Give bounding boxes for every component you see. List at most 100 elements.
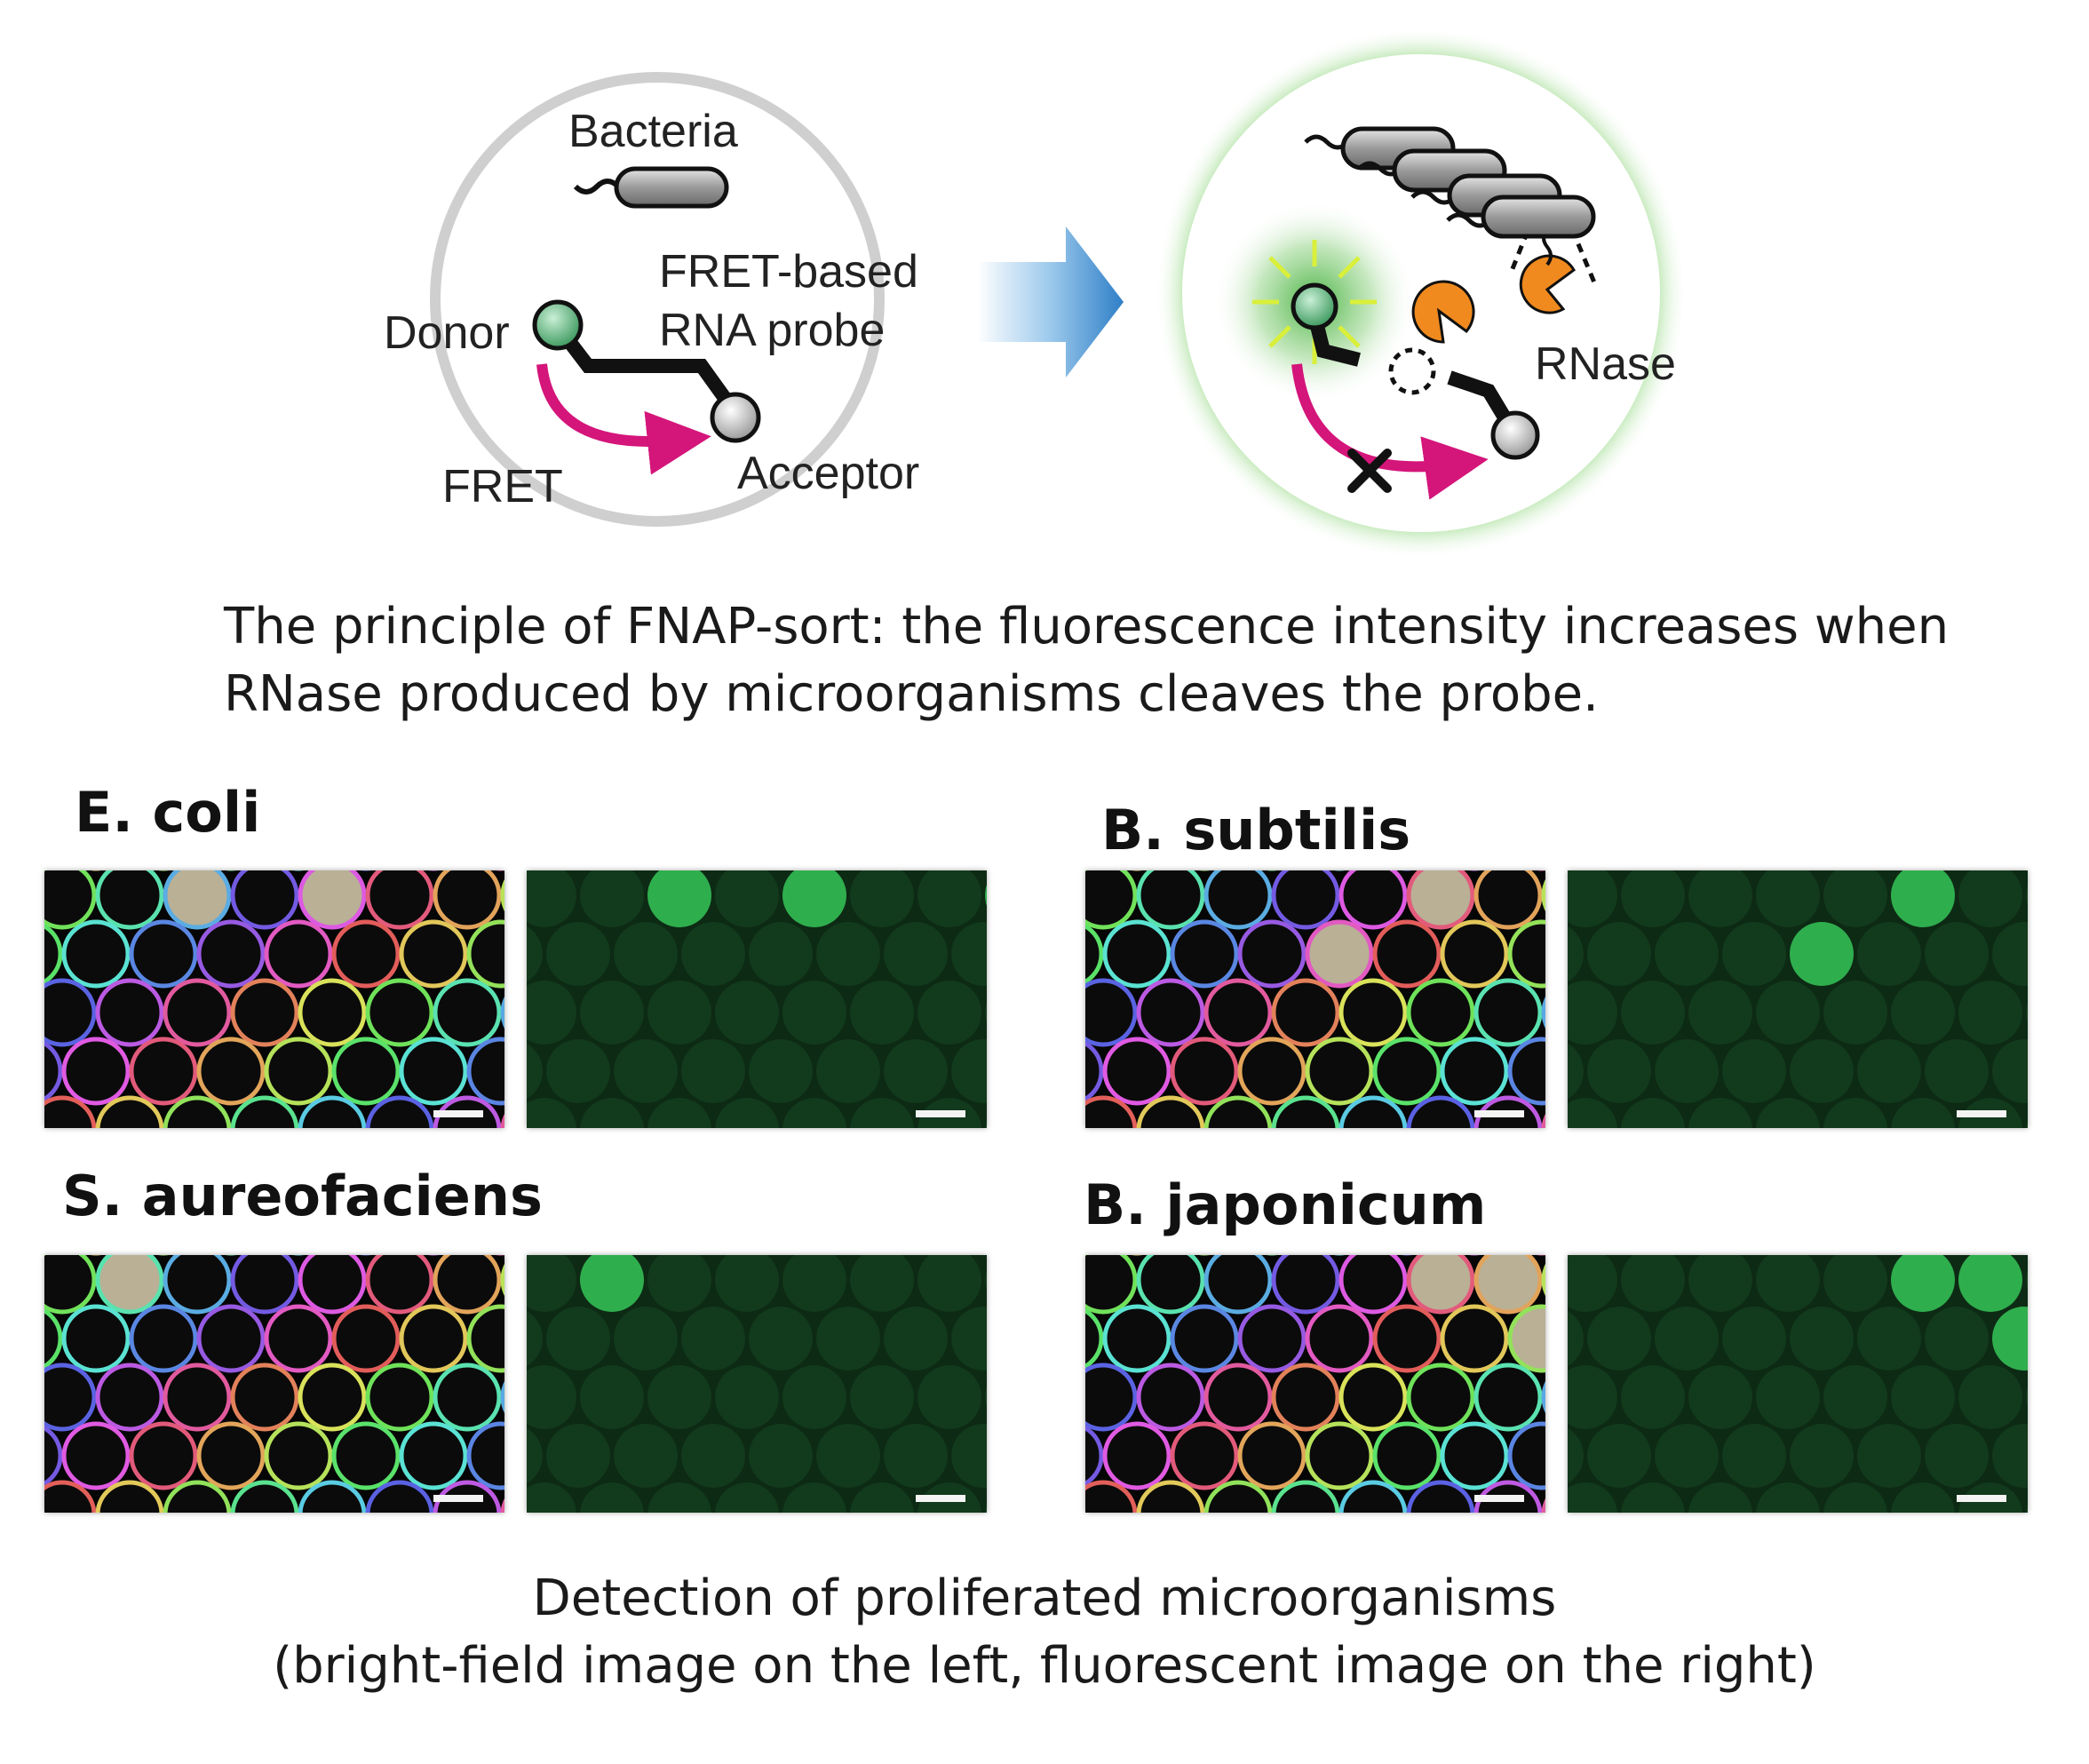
droplet (433, 1255, 502, 1315)
droplet (1621, 870, 1685, 927)
droplet-positive (163, 870, 232, 930)
droplet-positive (1958, 1255, 2022, 1312)
droplet (95, 1363, 164, 1432)
droplet (850, 981, 914, 1045)
droplet (850, 1365, 914, 1429)
droplet (1085, 870, 1138, 930)
droplet (1338, 1255, 1408, 1315)
droplet (985, 1119, 987, 1128)
bacteria-colony (1304, 126, 1596, 239)
droplet (1568, 870, 1617, 927)
droplet (1925, 922, 1989, 986)
droplet (196, 1037, 266, 1106)
droplet (1541, 1113, 1545, 1128)
droplet (951, 1039, 987, 1103)
droplet (1722, 1307, 1786, 1371)
droplet (1203, 1095, 1273, 1128)
droplet (782, 1365, 846, 1429)
droplet (298, 1095, 367, 1128)
droplet (1203, 1480, 1273, 1513)
droplet (1085, 1480, 1138, 1513)
droplet (196, 919, 266, 989)
droplet (1688, 1098, 1752, 1128)
droplet (1857, 1307, 1921, 1371)
droplet (1271, 1255, 1340, 1315)
fret-probe-label-2: RNA probe (659, 305, 886, 356)
fret-arrow (536, 363, 711, 475)
droplet-left (430, 72, 885, 527)
bacterium-icon (614, 166, 729, 209)
droplet (44, 1040, 63, 1102)
droplet (1440, 1421, 1509, 1490)
droplet (1237, 1304, 1307, 1373)
droplet (1136, 1480, 1205, 1513)
droplet (1085, 1425, 1104, 1487)
droplet (44, 870, 97, 930)
droplet (1568, 1255, 1617, 1312)
droplet (1891, 1365, 1955, 1429)
droplet (816, 1039, 880, 1103)
droplet (1541, 996, 1545, 1029)
droplet (951, 1424, 987, 1488)
droplet (1406, 1480, 1475, 1513)
droplet-positive (782, 870, 846, 927)
droplet (264, 1304, 333, 1373)
droplet (1621, 1365, 1685, 1429)
b-subtilis-fluorescence (1568, 870, 2028, 1128)
droplet (1925, 1039, 1989, 1103)
droplet (1823, 870, 1887, 927)
droplet (527, 926, 543, 982)
droplet (44, 1480, 97, 1513)
droplet (466, 1421, 504, 1490)
droplet (1085, 1255, 1138, 1315)
droplet (298, 1480, 367, 1513)
droplet (681, 922, 745, 986)
droplet (1541, 1263, 1545, 1297)
droplet-positive (1305, 919, 1374, 989)
detection-caption: Detection of proliferated microorganisms… (0, 1565, 2089, 1700)
droplet (196, 1421, 266, 1490)
droplet (527, 1427, 543, 1484)
droplet (917, 1365, 981, 1429)
droplet-positive (647, 870, 711, 927)
droplet (816, 1307, 880, 1371)
acceptor-dot-free (1490, 410, 1540, 460)
droplet (985, 1504, 987, 1513)
droplet-positive (298, 870, 367, 930)
droplet (129, 1037, 198, 1106)
droplet (61, 1421, 131, 1490)
droplet (1372, 1421, 1442, 1490)
droplet (647, 1365, 711, 1429)
droplet (1891, 1098, 1955, 1128)
droplet (527, 870, 576, 927)
droplet (1823, 1365, 1887, 1429)
droplet (95, 870, 164, 930)
droplet-positive (1473, 1255, 1543, 1315)
droplet (365, 870, 434, 930)
droplet (466, 1037, 504, 1106)
rnase-icon-2 (1519, 254, 1576, 314)
droplet (163, 978, 232, 1047)
droplet (1271, 1095, 1340, 1128)
droplet (1305, 1421, 1374, 1490)
droplet (1136, 978, 1205, 1047)
droplet (580, 1365, 644, 1429)
droplet (1958, 1365, 2022, 1429)
droplet (614, 1424, 678, 1488)
scale-bar (1474, 1495, 1524, 1502)
droplet (1756, 1482, 1820, 1513)
droplet (433, 1363, 502, 1432)
droplet (365, 1255, 434, 1315)
droplet (647, 981, 711, 1045)
droplet (95, 1480, 164, 1513)
b-subtilis-brightfield (1085, 870, 1545, 1128)
droplet (1756, 1365, 1820, 1429)
droplet (163, 1095, 232, 1128)
droplet (399, 1421, 468, 1490)
droplet (1085, 923, 1104, 985)
e-coli-fluorescence (527, 870, 987, 1128)
droplet (884, 1307, 948, 1371)
droplet (466, 919, 504, 989)
droplet (782, 1098, 846, 1128)
droplet-positive (95, 1255, 164, 1315)
